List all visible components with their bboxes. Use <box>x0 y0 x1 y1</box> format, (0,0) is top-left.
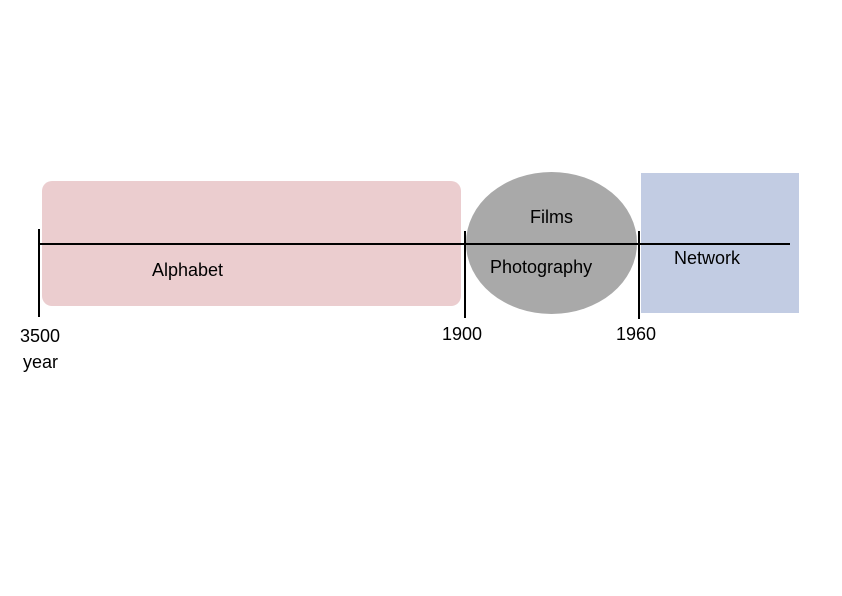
network-label: Network <box>674 248 741 268</box>
alphabet-label: Alphabet <box>152 260 224 280</box>
tick-3500 <box>38 229 40 317</box>
timeline-axis <box>38 243 790 245</box>
tick-label-3500: 3500 <box>20 326 61 346</box>
tick-label-year: year <box>23 352 59 372</box>
photography-label: Photography <box>490 257 593 277</box>
tick-label-1960: 1960 <box>616 324 657 344</box>
tick-label-1900: 1900 <box>442 324 483 344</box>
tick-1960 <box>638 231 640 319</box>
tick-1900 <box>464 231 466 318</box>
films-label: Films <box>530 207 573 227</box>
